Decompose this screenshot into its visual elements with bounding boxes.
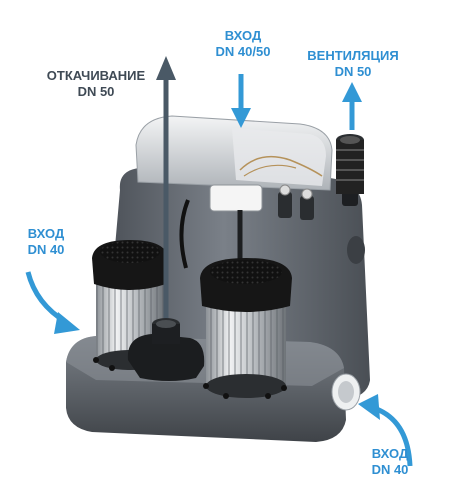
inlet-top-arrow-icon: [231, 74, 251, 128]
label-discharge-line2: DN 50: [77, 84, 115, 99]
inlet-bottom-arrow-icon: [358, 394, 413, 467]
label-vent-line2: DN 50: [334, 64, 372, 79]
label-vent-line1: ВЕНТИЛЯЦИЯ: [307, 48, 399, 63]
label-inlet-bottom-line1: ВХОД: [371, 446, 409, 461]
label-inlet-top: ВХОД DN 40/50: [206, 28, 280, 60]
right-motor: [200, 258, 292, 399]
vent-pipe: [336, 134, 364, 206]
label-vent: ВЕНТИЛЯЦИЯ DN 50: [300, 48, 406, 80]
discharge-arrow-icon: [156, 56, 176, 318]
label-inlet-left: ВХОД DN 40: [18, 226, 74, 258]
label-inlet-bottom-line2: DN 40: [371, 462, 409, 477]
label-inlet-left-line2: DN 40: [27, 242, 65, 257]
inlet-left-arrow-icon: [25, 271, 80, 334]
label-inlet-left-line1: ВХОД: [27, 226, 65, 241]
label-discharge: ОТКАЧИВАНИЕ DN 50: [36, 68, 156, 100]
label-discharge-line1: ОТКАЧИВАНИЕ: [46, 68, 146, 83]
label-inlet-top-line1: ВХОД: [224, 28, 262, 43]
label-inlet-top-line2: DN 40/50: [215, 44, 271, 59]
vent-arrow-icon: [342, 82, 362, 130]
label-inlet-bottom: ВХОД DN 40: [362, 446, 418, 478]
tank-lid: [135, 115, 333, 269]
discharge-pipe: [127, 318, 205, 381]
